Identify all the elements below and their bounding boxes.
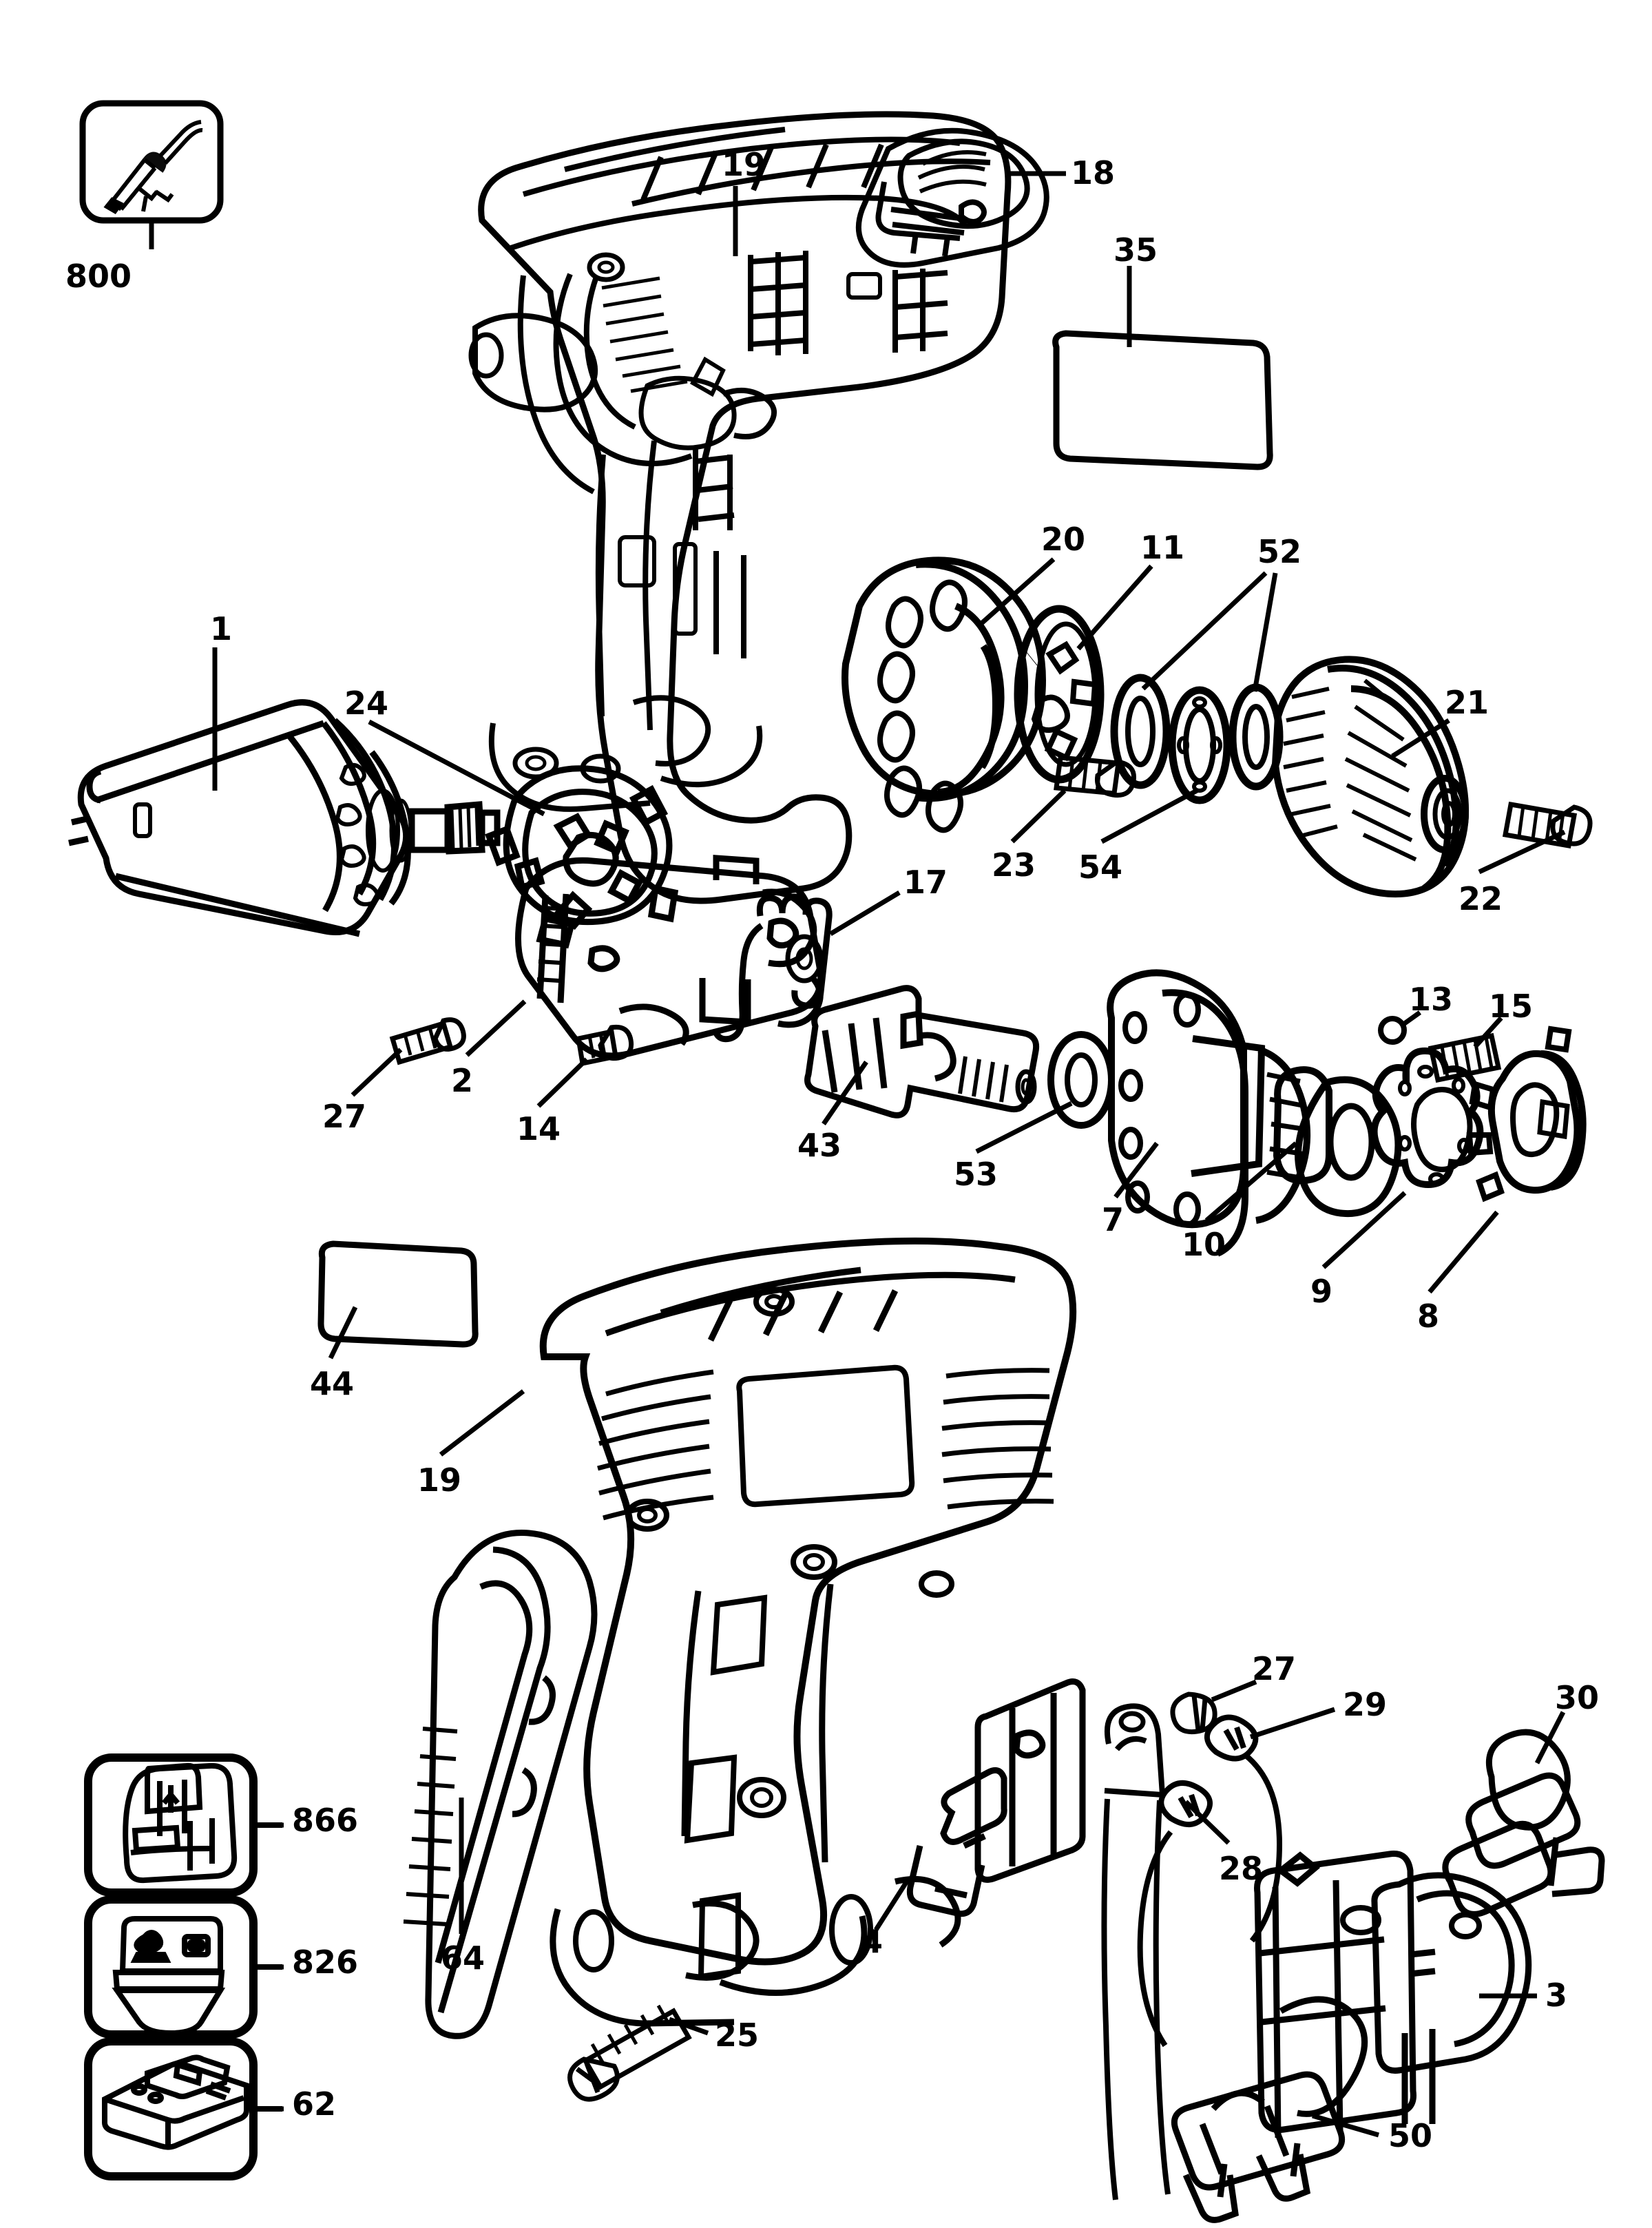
callout-8: 8 bbox=[1417, 1298, 1440, 1335]
screw-27-left bbox=[389, 1017, 466, 1065]
callout-64: 64 bbox=[441, 1939, 485, 1977]
callout-35: 35 bbox=[1113, 231, 1158, 269]
callout-23: 23 bbox=[992, 846, 1036, 884]
callout-28: 28 bbox=[1219, 1850, 1264, 1887]
washer-52b bbox=[1228, 683, 1284, 791]
callout-11: 11 bbox=[1140, 529, 1185, 566]
callout-53: 53 bbox=[954, 1156, 998, 1193]
callout-54: 54 bbox=[1078, 848, 1123, 886]
callout-826: 826 bbox=[292, 1944, 359, 1981]
clutch-spring-15 bbox=[1428, 1032, 1502, 1083]
callout-3: 3 bbox=[1545, 1977, 1568, 2014]
grip-overmold-64 bbox=[403, 1530, 598, 2039]
planet-carrier-8 bbox=[1466, 1025, 1587, 1203]
washer-52a bbox=[1110, 674, 1171, 789]
forward-reverse-lever-30 bbox=[1442, 1729, 1605, 1917]
callout-15: 15 bbox=[1489, 988, 1534, 1025]
callout-20: 20 bbox=[1041, 521, 1086, 558]
callout-50: 50 bbox=[1388, 2117, 1433, 2154]
housing-half-left-19 bbox=[539, 1237, 1077, 2027]
boxed-item-826 bbox=[84, 1895, 282, 2039]
callout-7: 7 bbox=[1102, 1201, 1125, 1238]
callout-9: 9 bbox=[1310, 1273, 1333, 1310]
ball-13 bbox=[1378, 1016, 1407, 1045]
screw-14 bbox=[575, 1024, 634, 1067]
callout-29: 29 bbox=[1343, 1686, 1388, 1723]
battery-terminal-clip-4 bbox=[906, 1678, 1086, 1917]
callout-19-top: 19 bbox=[722, 146, 766, 183]
callout-30: 30 bbox=[1555, 1679, 1600, 1716]
warning-label-44 bbox=[317, 1240, 479, 1348]
leader-lines bbox=[149, 171, 1566, 2138]
callout-17: 17 bbox=[903, 864, 948, 901]
callout-19-bottom: 19 bbox=[417, 1461, 462, 1499]
callout-10: 10 bbox=[1182, 1226, 1226, 1263]
callout-52: 52 bbox=[1257, 533, 1302, 570]
callout-25: 25 bbox=[715, 2017, 760, 2054]
chuck-screw-22 bbox=[1502, 801, 1593, 849]
retaining-clip-17 bbox=[711, 893, 833, 1043]
boxed-item-62 bbox=[84, 2037, 282, 2180]
callout-24: 24 bbox=[344, 685, 389, 722]
callout-2: 2 bbox=[451, 1062, 474, 1099]
terminal-block-50 bbox=[1171, 2071, 1346, 2223]
boxed-item-866 bbox=[84, 1753, 282, 1897]
nameplate-35 bbox=[1052, 330, 1273, 470]
long-screw-25 bbox=[567, 2004, 692, 2102]
bearing-sleeve-10 bbox=[1273, 1066, 1402, 1218]
callout-14: 14 bbox=[516, 1110, 561, 1147]
callout-4: 4 bbox=[861, 1923, 883, 1960]
callout-27-right: 27 bbox=[1252, 1650, 1297, 1687]
housing-half-right-19 bbox=[468, 111, 1012, 904]
screw-27-right bbox=[1170, 1691, 1217, 1735]
callout-866: 866 bbox=[292, 1802, 359, 1839]
callout-1: 1 bbox=[210, 610, 233, 647]
thrust-bearing-54 bbox=[1168, 686, 1231, 804]
motor-1 bbox=[68, 699, 501, 937]
callout-800: 800 bbox=[65, 258, 132, 295]
callout-62: 62 bbox=[292, 2085, 337, 2123]
gearbox-2 bbox=[515, 855, 824, 1059]
speed-selector-18 bbox=[855, 127, 1049, 268]
callout-44: 44 bbox=[310, 1365, 355, 1402]
callout-13: 13 bbox=[1409, 981, 1454, 1018]
keyless-chuck-21 bbox=[1271, 656, 1469, 898]
callout-21: 21 bbox=[1445, 684, 1489, 721]
callout-22: 22 bbox=[1458, 880, 1503, 917]
callout-43: 43 bbox=[797, 1127, 842, 1164]
callout-18: 18 bbox=[1071, 154, 1116, 191]
clutch-collar-20 bbox=[841, 556, 1047, 833]
clutch-screw-23 bbox=[1054, 755, 1136, 798]
wire-leads-28 bbox=[1101, 1703, 1283, 2200]
gear-case-7 bbox=[1107, 969, 1311, 1257]
callout-27-left: 27 bbox=[322, 1098, 367, 1135]
